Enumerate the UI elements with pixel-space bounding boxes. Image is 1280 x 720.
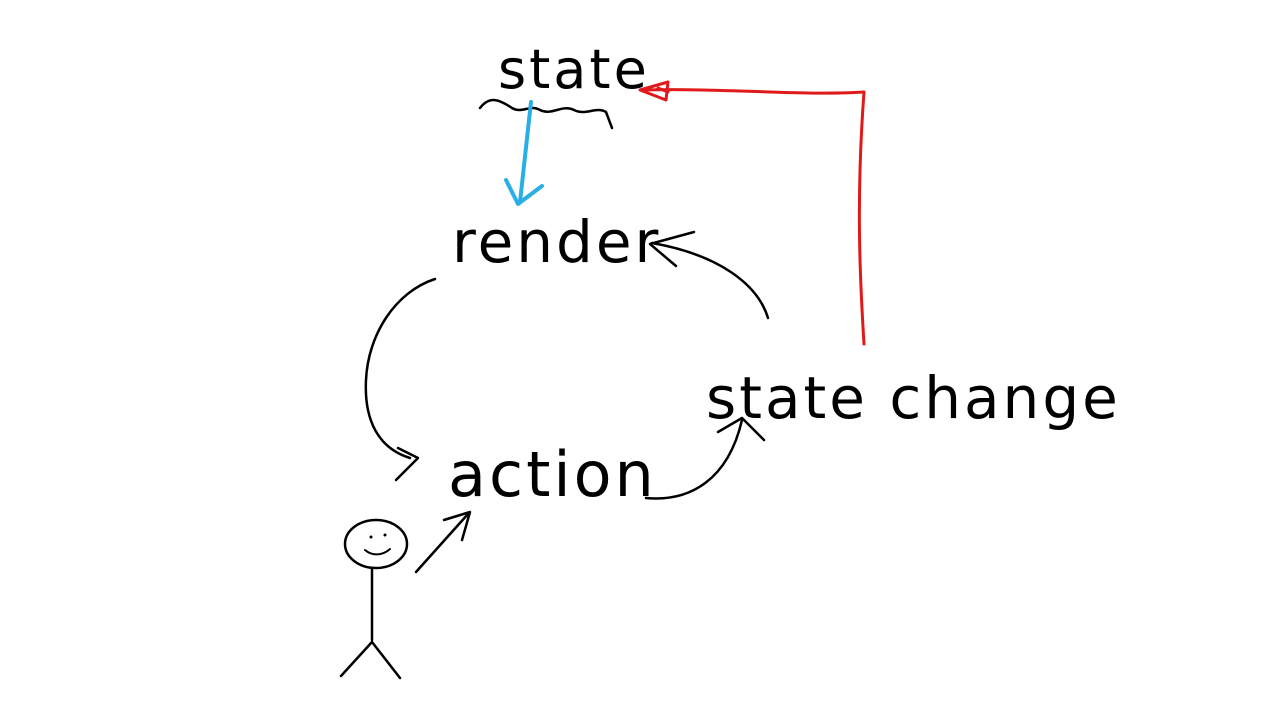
- state-squiggle: [478, 98, 614, 130]
- action-to-state-change-arrow: [644, 416, 766, 500]
- render-label: render: [452, 208, 661, 276]
- state-change-to-render-arrow: [648, 230, 770, 320]
- state-change-label: state change: [706, 364, 1121, 432]
- user-eye-right: [383, 533, 387, 537]
- state-label: state: [498, 38, 650, 101]
- render-to-action-arrow: [364, 277, 437, 482]
- action-label: action: [448, 438, 657, 511]
- user-head: [343, 518, 409, 570]
- state-change-to-state-arrow: [638, 80, 866, 346]
- user-to-action-arrow: [414, 510, 472, 574]
- user-eye-left: [369, 535, 373, 539]
- state-to-render-arrow: [504, 100, 544, 206]
- user-legs: [339, 640, 402, 680]
- user-stick-figure: [339, 518, 409, 680]
- user-smile: [364, 548, 391, 556]
